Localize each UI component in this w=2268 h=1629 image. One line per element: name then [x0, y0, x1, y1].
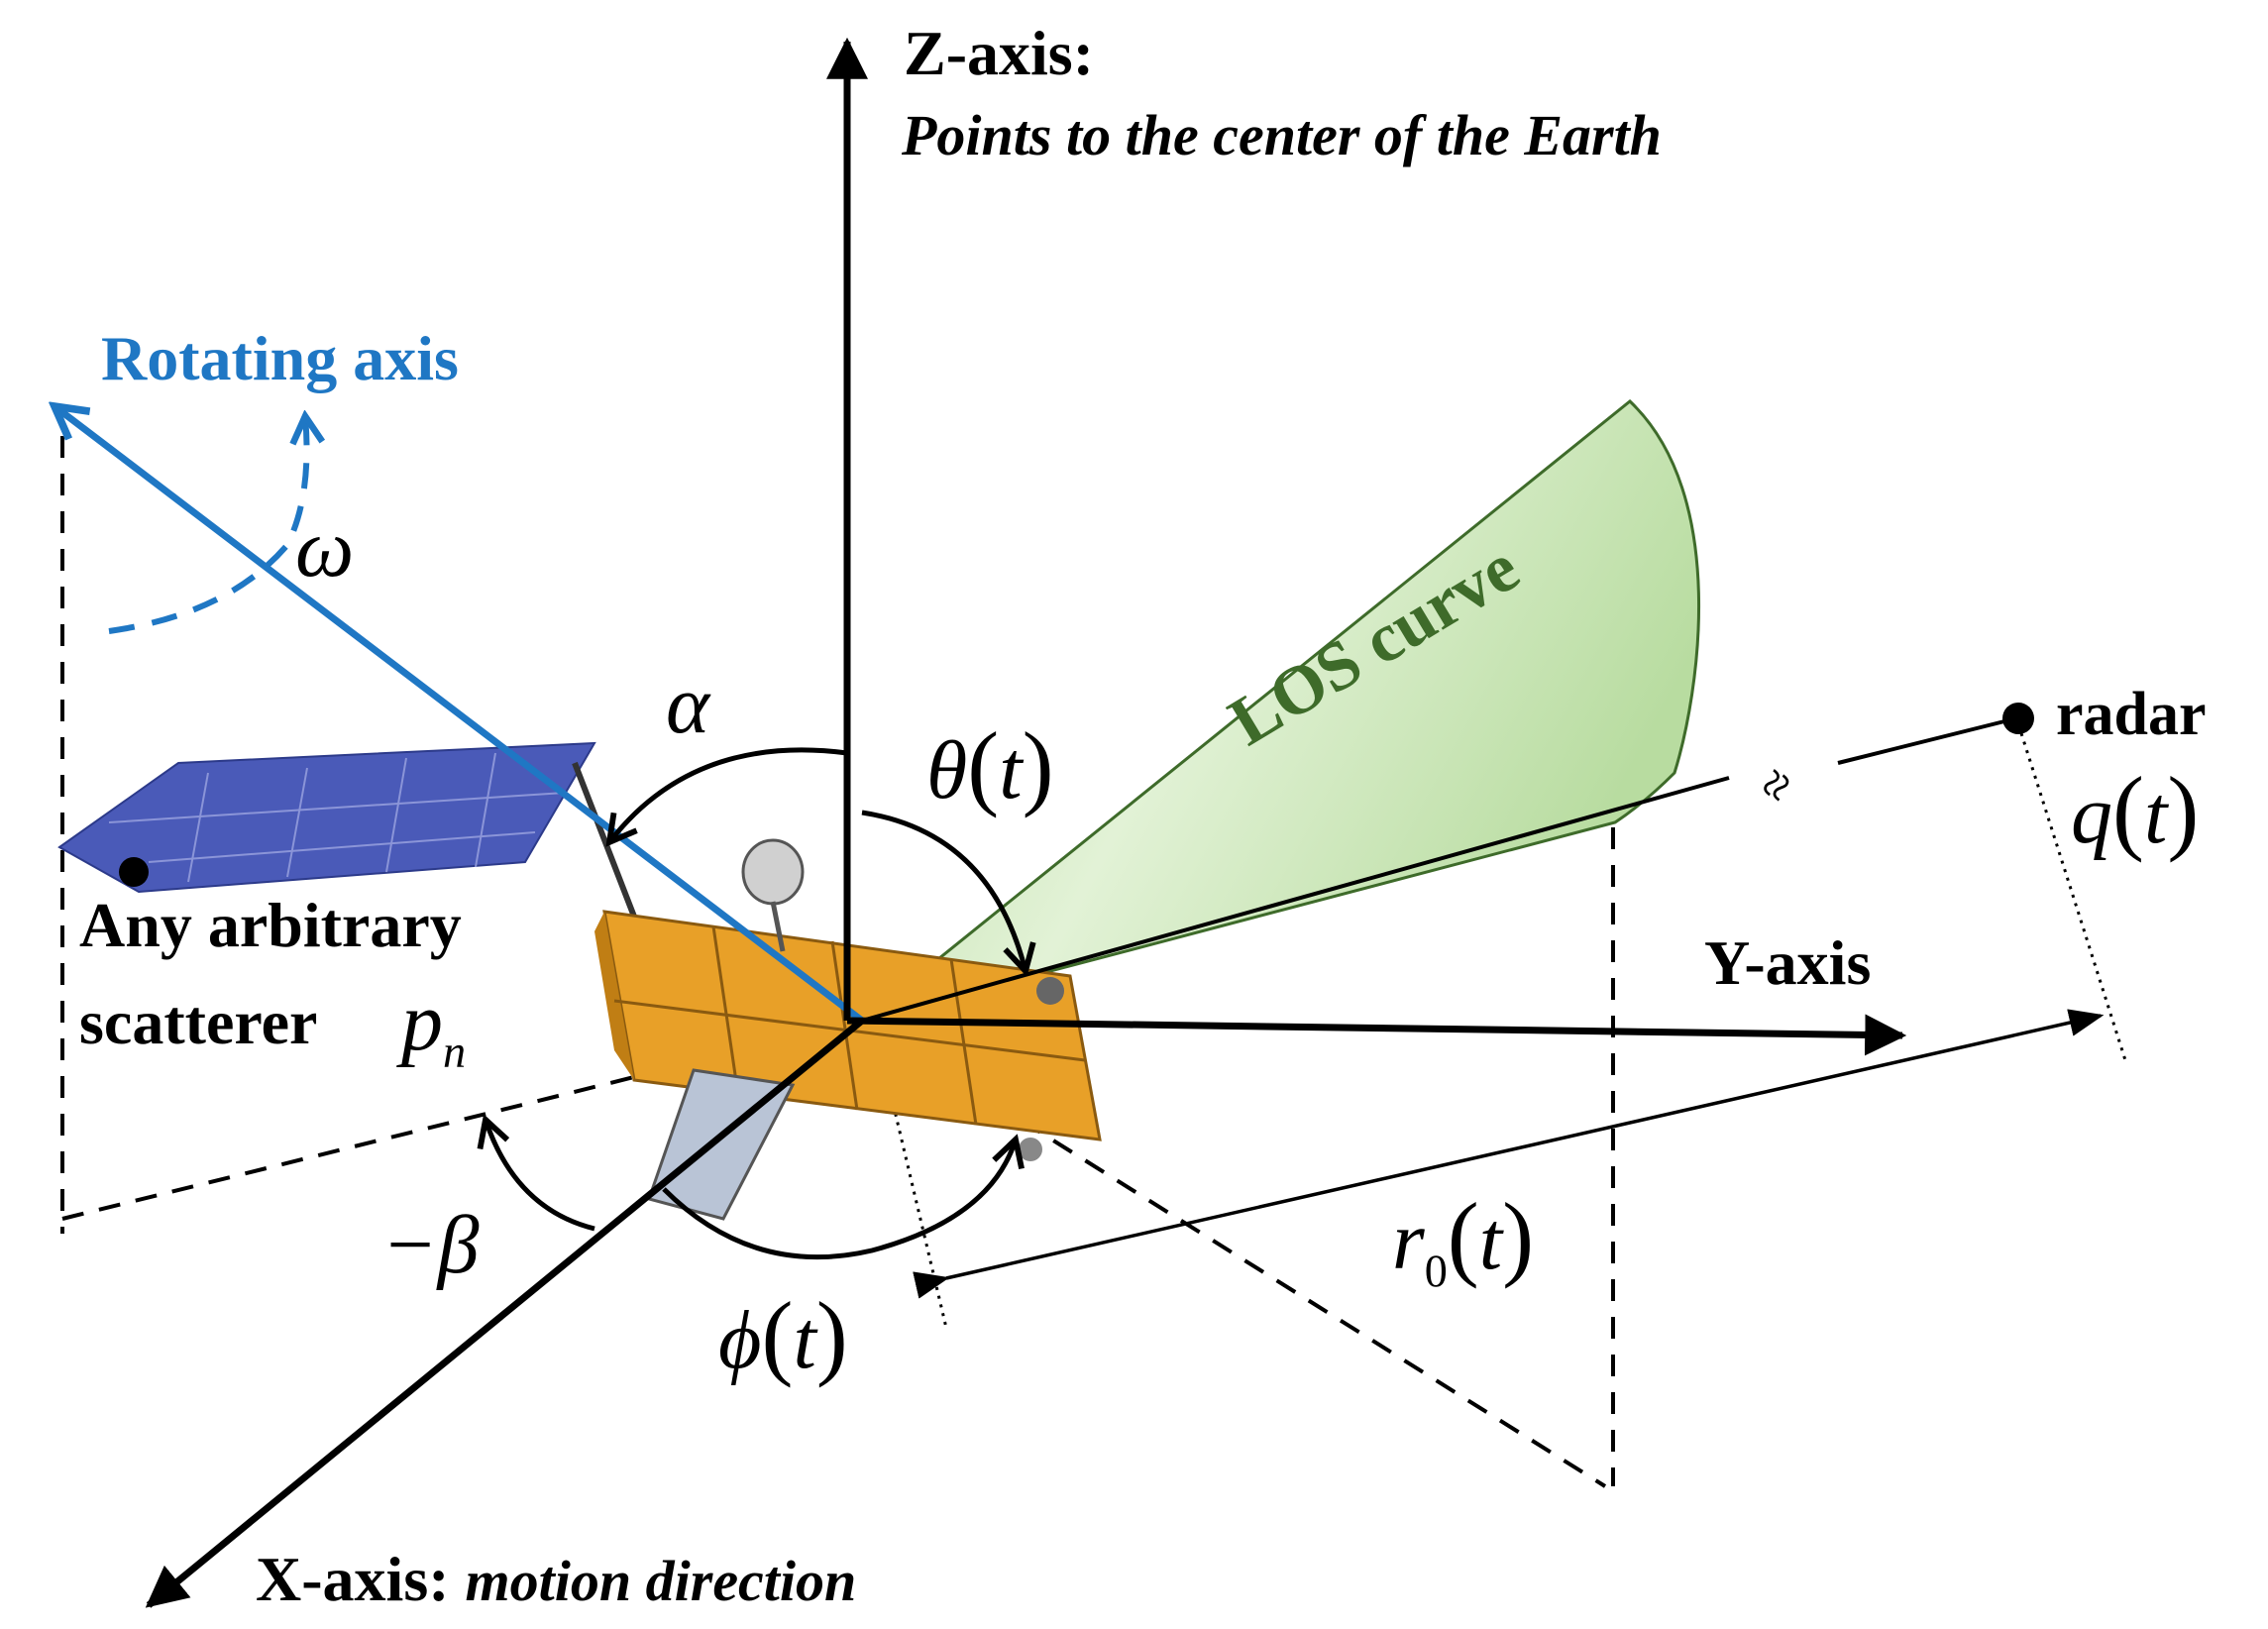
r-subscript: 0: [1424, 1245, 1448, 1296]
r0-distance-arrow: [913, 1009, 2105, 1299]
q-paren-close: ): [2167, 757, 2200, 863]
los-ground-line: [860, 1019, 1607, 1488]
p-subscript: n: [443, 1026, 467, 1077]
theta-symbol: θ: [926, 724, 968, 816]
beta-arc: [486, 1120, 595, 1232]
q-paren-open: (: [2112, 757, 2144, 863]
q-symbol: q: [2071, 769, 2112, 861]
omega-label: ω: [295, 502, 355, 595]
z-axis-description: Points to the center of the Earth: [902, 103, 1662, 167]
radar-label: radar: [2056, 681, 2207, 748]
theta-label: θ(t): [926, 718, 1054, 814]
pn-label: pn: [401, 981, 466, 1075]
phi-paren-open: (: [761, 1282, 794, 1388]
rotating-axis-line: [54, 406, 865, 1024]
r0-label: r0(t): [1392, 1189, 1534, 1294]
x-axis-label-group: X-axis: motion direction: [256, 1548, 856, 1611]
alpha-arc: [609, 747, 848, 842]
x-axis-line: [145, 1018, 865, 1608]
q-label: q(t): [2071, 763, 2199, 858]
y-axis-label: Y-axis: [1704, 927, 1872, 998]
los-line-far: [1837, 716, 2017, 765]
theta-paren-close: ): [1022, 712, 1054, 818]
scatterer-label-line2: scatterer: [79, 987, 318, 1057]
r0-paren-close: ): [1502, 1183, 1535, 1289]
omega-rotation-arc: [108, 416, 307, 634]
x-axis-description: motion direction: [465, 1549, 857, 1613]
r0-paren-open: (: [1447, 1183, 1479, 1289]
scatterer-point: [119, 857, 149, 887]
theta-arc: [861, 810, 1026, 971]
scatterer-label-line1: Any arbitrary: [79, 890, 462, 960]
theta-t: t: [999, 724, 1023, 816]
rotating-axis-label: Rotating axis: [101, 323, 459, 393]
r0-t: t: [1478, 1195, 1503, 1287]
theta-paren-open: (: [967, 712, 1000, 818]
los-line: [861, 776, 1730, 1023]
phi-paren-close: ): [815, 1282, 848, 1388]
p-symbol: p: [401, 976, 443, 1068]
neg-beta-label: −β: [381, 1199, 480, 1291]
z-axis-label: Z-axis:: [904, 18, 1094, 88]
phi-t: t: [793, 1294, 816, 1386]
phi-label: ϕ(t): [718, 1288, 848, 1383]
radar-point: [2002, 703, 2034, 734]
q-t: t: [2143, 769, 2168, 861]
phi-symbol: ϕ: [718, 1294, 762, 1386]
r0-dotted-right: [2019, 732, 2127, 1061]
x-axis-label: X-axis:: [256, 1544, 450, 1614]
alpha-label: α: [666, 659, 710, 751]
r-symbol: r: [1392, 1195, 1425, 1287]
